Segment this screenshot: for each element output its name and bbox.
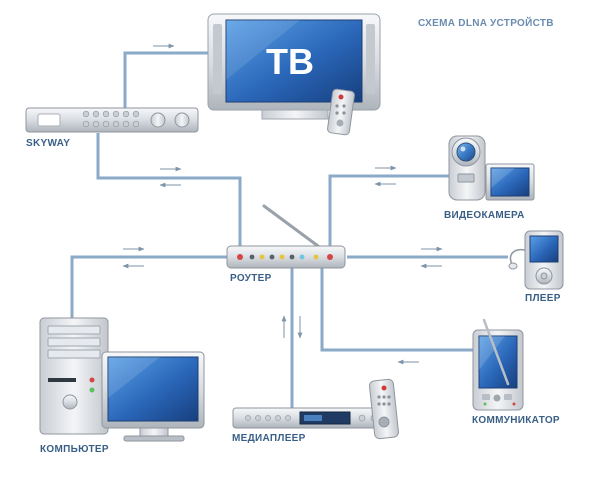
stylus-icon xyxy=(482,318,510,386)
tv-screen xyxy=(225,19,363,103)
router-device xyxy=(226,204,346,269)
wire-router-communicator xyxy=(320,268,478,352)
wire-skyway-router xyxy=(96,133,242,252)
direction-arrows xyxy=(122,43,443,365)
mediaplayer-device xyxy=(232,378,399,440)
communicator-label: КОММУНИКАТОР xyxy=(472,415,560,426)
router-antenna xyxy=(262,204,320,248)
camcorder-device xyxy=(448,135,535,201)
pc-tower xyxy=(39,317,109,435)
diagram-title: СХЕМА DLNA УСТРОЙСТВ xyxy=(418,16,554,29)
wire-skyway-tv xyxy=(123,51,210,108)
player-label: ПЛЕЕР xyxy=(525,293,561,304)
computer-device xyxy=(39,317,205,442)
pc-monitor-screen xyxy=(107,356,199,422)
computer-label: КОМПЬЮТЕР xyxy=(40,444,109,455)
communicator-device xyxy=(472,318,524,411)
tv-device: ТВ xyxy=(207,13,381,136)
communicator-screen xyxy=(478,335,518,389)
tv-remote-icon xyxy=(327,88,355,136)
tv-screen-label: ТВ xyxy=(266,41,314,82)
skyway-label: SKYWAY xyxy=(26,138,70,149)
connection-wires xyxy=(70,51,508,408)
skyway-device xyxy=(25,107,199,133)
router-label: РОУТЕР xyxy=(230,273,272,284)
wire-router-computer xyxy=(70,255,229,318)
player-device xyxy=(508,230,564,290)
wire-router-camcorder xyxy=(328,174,450,248)
mediaplayer-label: МЕДИАПЛЕЕР xyxy=(232,433,306,444)
mediaplayer-remote-icon xyxy=(369,378,399,440)
router-body xyxy=(226,245,346,269)
tv-stand xyxy=(261,109,329,120)
camcorder-label: ВИДЕОКАМЕРА xyxy=(444,210,525,221)
